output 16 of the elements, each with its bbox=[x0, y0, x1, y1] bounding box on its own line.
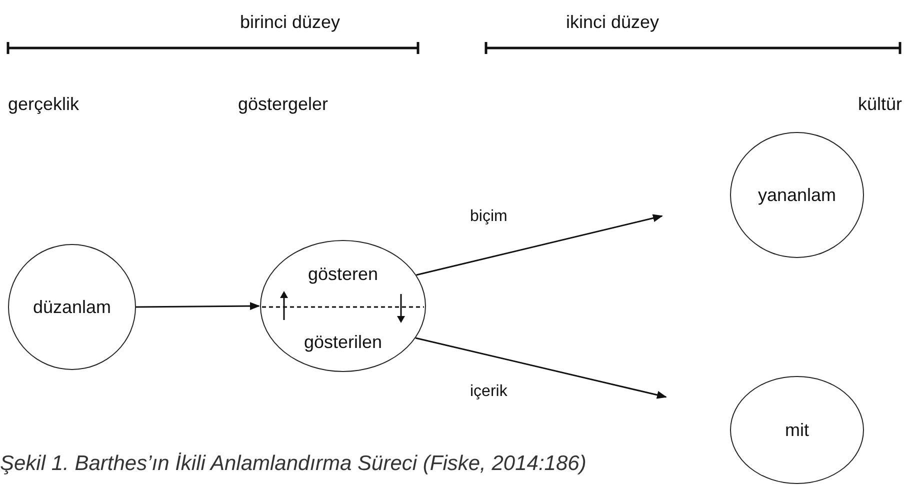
level-label: birinci düzey bbox=[240, 12, 340, 33]
caption: Şekil 1. Barthes’ın İkili Anlamlandırma Süreci (Fiske, 2014:186) bbox=[0, 452, 586, 476]
arrow bbox=[416, 214, 663, 276]
node-label: gösterilen bbox=[304, 333, 382, 351]
level-label: kültür bbox=[858, 94, 902, 115]
edge-label: biçim bbox=[470, 208, 508, 226]
arrow bbox=[415, 337, 667, 399]
level-label: göstergeler bbox=[238, 94, 328, 115]
level-label: ikinci düzey bbox=[566, 12, 660, 33]
node-label: yananlam bbox=[758, 186, 836, 204]
node-label: düzanlam bbox=[32, 298, 112, 316]
node-label: gösteren bbox=[308, 265, 378, 283]
node-label: mit bbox=[785, 421, 809, 439]
edge-label: içerik bbox=[470, 383, 508, 401]
arrow bbox=[136, 302, 260, 310]
level-label: gerçeklik bbox=[8, 94, 80, 115]
